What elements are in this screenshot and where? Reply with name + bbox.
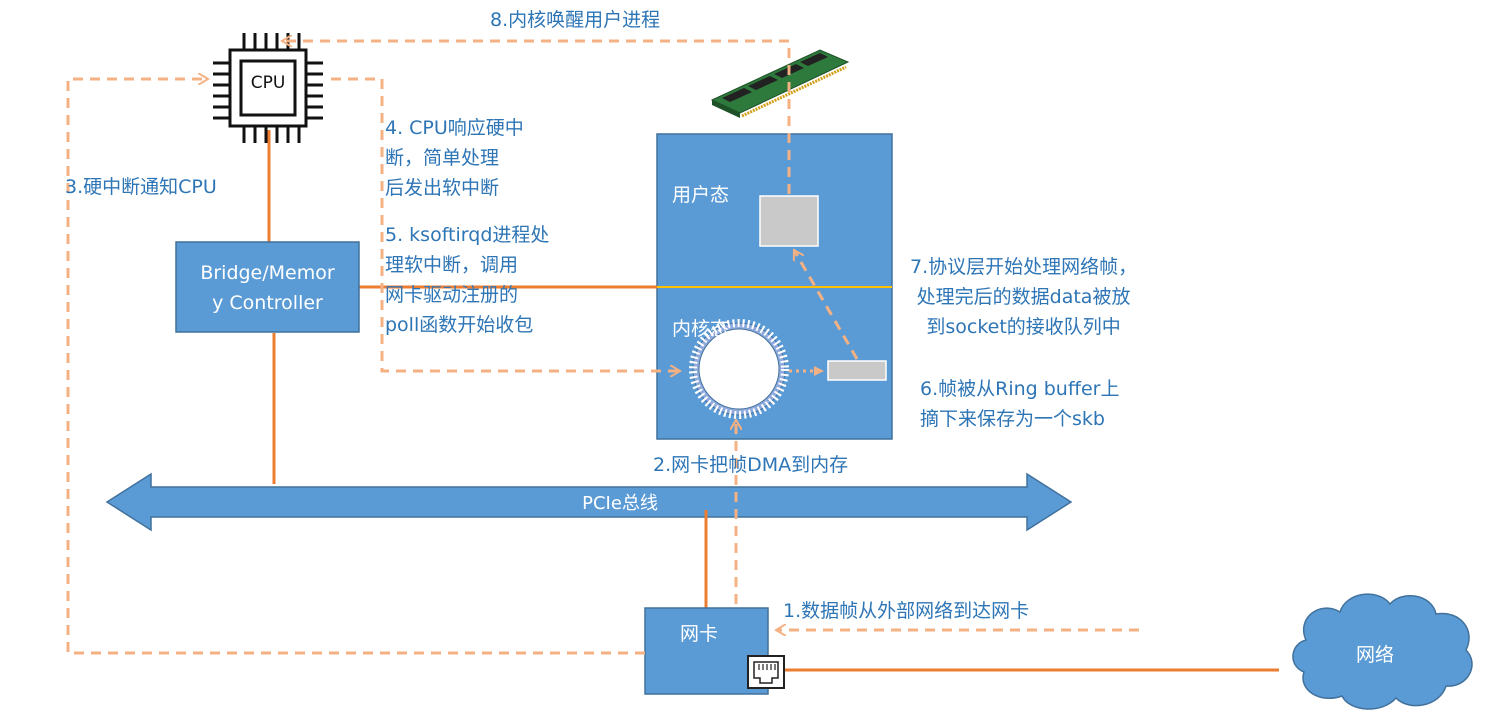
- ring-buffer: [689, 319, 789, 419]
- step-1-label: 1.数据帧从外部网络到达网卡: [783, 600, 1030, 622]
- kernel-space-label: 内核态: [672, 318, 730, 340]
- bridge-controller-box: [175, 241, 360, 333]
- ethernet-port-icon: [747, 655, 785, 689]
- step-7-label: 7.协议层开始处理网络帧， 处理完后的数据data被放 到socket的接收队列…: [910, 256, 1138, 338]
- socket-queue-box: [759, 195, 819, 247]
- step-6-label: 6.帧被从Ring buffer上 摘下来保存为一个skb: [920, 378, 1120, 430]
- step-2-label: 2.网卡把帧DMA到内存: [653, 454, 849, 476]
- nic-label: 网卡: [680, 623, 719, 645]
- pcie-bus-label: PCIe总线: [582, 493, 658, 514]
- step-3-label: 3.硬中断通知CPU: [65, 176, 217, 198]
- ram-module-icon: [710, 49, 850, 118]
- network-label: 网络: [1356, 644, 1395, 666]
- cloud-icon: [1292, 593, 1473, 710]
- solid-connections: [267, 130, 1279, 672]
- flow-arrow-7: [792, 250, 859, 360]
- user-space-label: 用户态: [672, 184, 730, 206]
- skb-box: [827, 360, 887, 381]
- flow-arrow-5: [331, 77, 680, 371]
- dashed-flows: [66, 41, 1139, 655]
- flow-arrow-8: [282, 41, 791, 194]
- step-5-label: 5. ksoftirqd进程处 理软中断，调用 网卡驱动注册的 poll函数开始…: [385, 224, 550, 336]
- cpu-chip-icon: [213, 33, 323, 143]
- step-4-label: 4. CPU响应硬中 断，简单处理 后发出软中断: [385, 117, 524, 199]
- pcie-bus: [105, 472, 1073, 532]
- flow-arrow-3: [66, 79, 645, 655]
- step-8-label: 8.内核唤醒用户进程: [490, 9, 661, 31]
- bridge-controller-label: Bridge/Memor y Controller: [200, 262, 335, 314]
- cpu-label: CPU: [250, 73, 286, 93]
